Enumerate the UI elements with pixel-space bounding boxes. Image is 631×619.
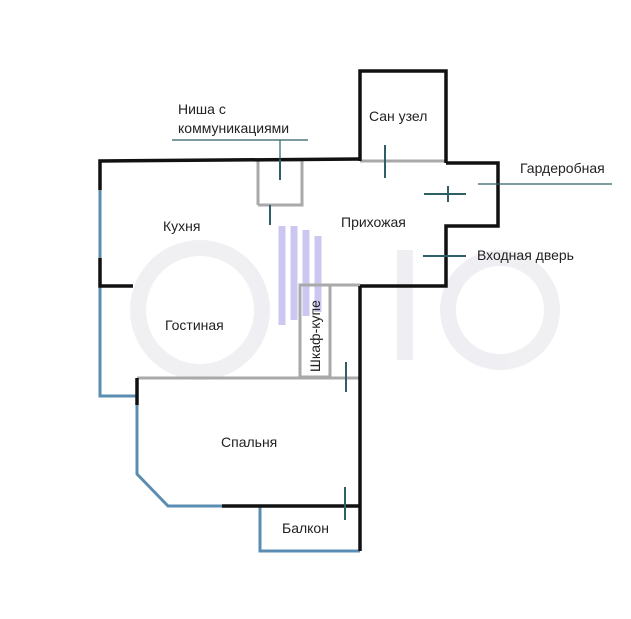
watermark-circle — [440, 250, 560, 370]
label-niche-line1: Ниша с — [178, 101, 226, 117]
closet-outline — [298, 283, 332, 379]
label-hallway: Прихожая — [341, 214, 406, 230]
door-markers — [269, 145, 466, 520]
label-closet: Шкаф-купе — [307, 300, 323, 372]
watermark-circle — [130, 240, 270, 380]
label-wardrobe: Гардеробная — [520, 160, 605, 176]
label-bathroom: Сан узел — [369, 108, 427, 124]
label-living-room: Гостиная — [165, 317, 224, 333]
watermark-accent — [278, 226, 322, 325]
window-balcony — [258, 506, 360, 553]
label-niche-line2: коммуникациями — [178, 120, 289, 136]
window-living — [98, 286, 137, 398]
label-bedroom: Спальня — [221, 434, 277, 450]
watermark-logo — [130, 226, 560, 380]
wall-bathroom — [358, 69, 448, 163]
wall-wardrobe — [360, 161, 500, 288]
label-entrance-door: Входная дверь — [477, 247, 574, 263]
label-kitchen: Кухня — [163, 218, 200, 234]
leader-lines — [172, 139, 612, 185]
wall-top — [98, 157, 361, 190]
wall-kitchen-stub — [98, 258, 133, 288]
label-balcony: Балкон — [282, 520, 329, 536]
walls — [98, 69, 500, 551]
windows — [98, 190, 360, 553]
window-bedroom — [135, 405, 222, 508]
